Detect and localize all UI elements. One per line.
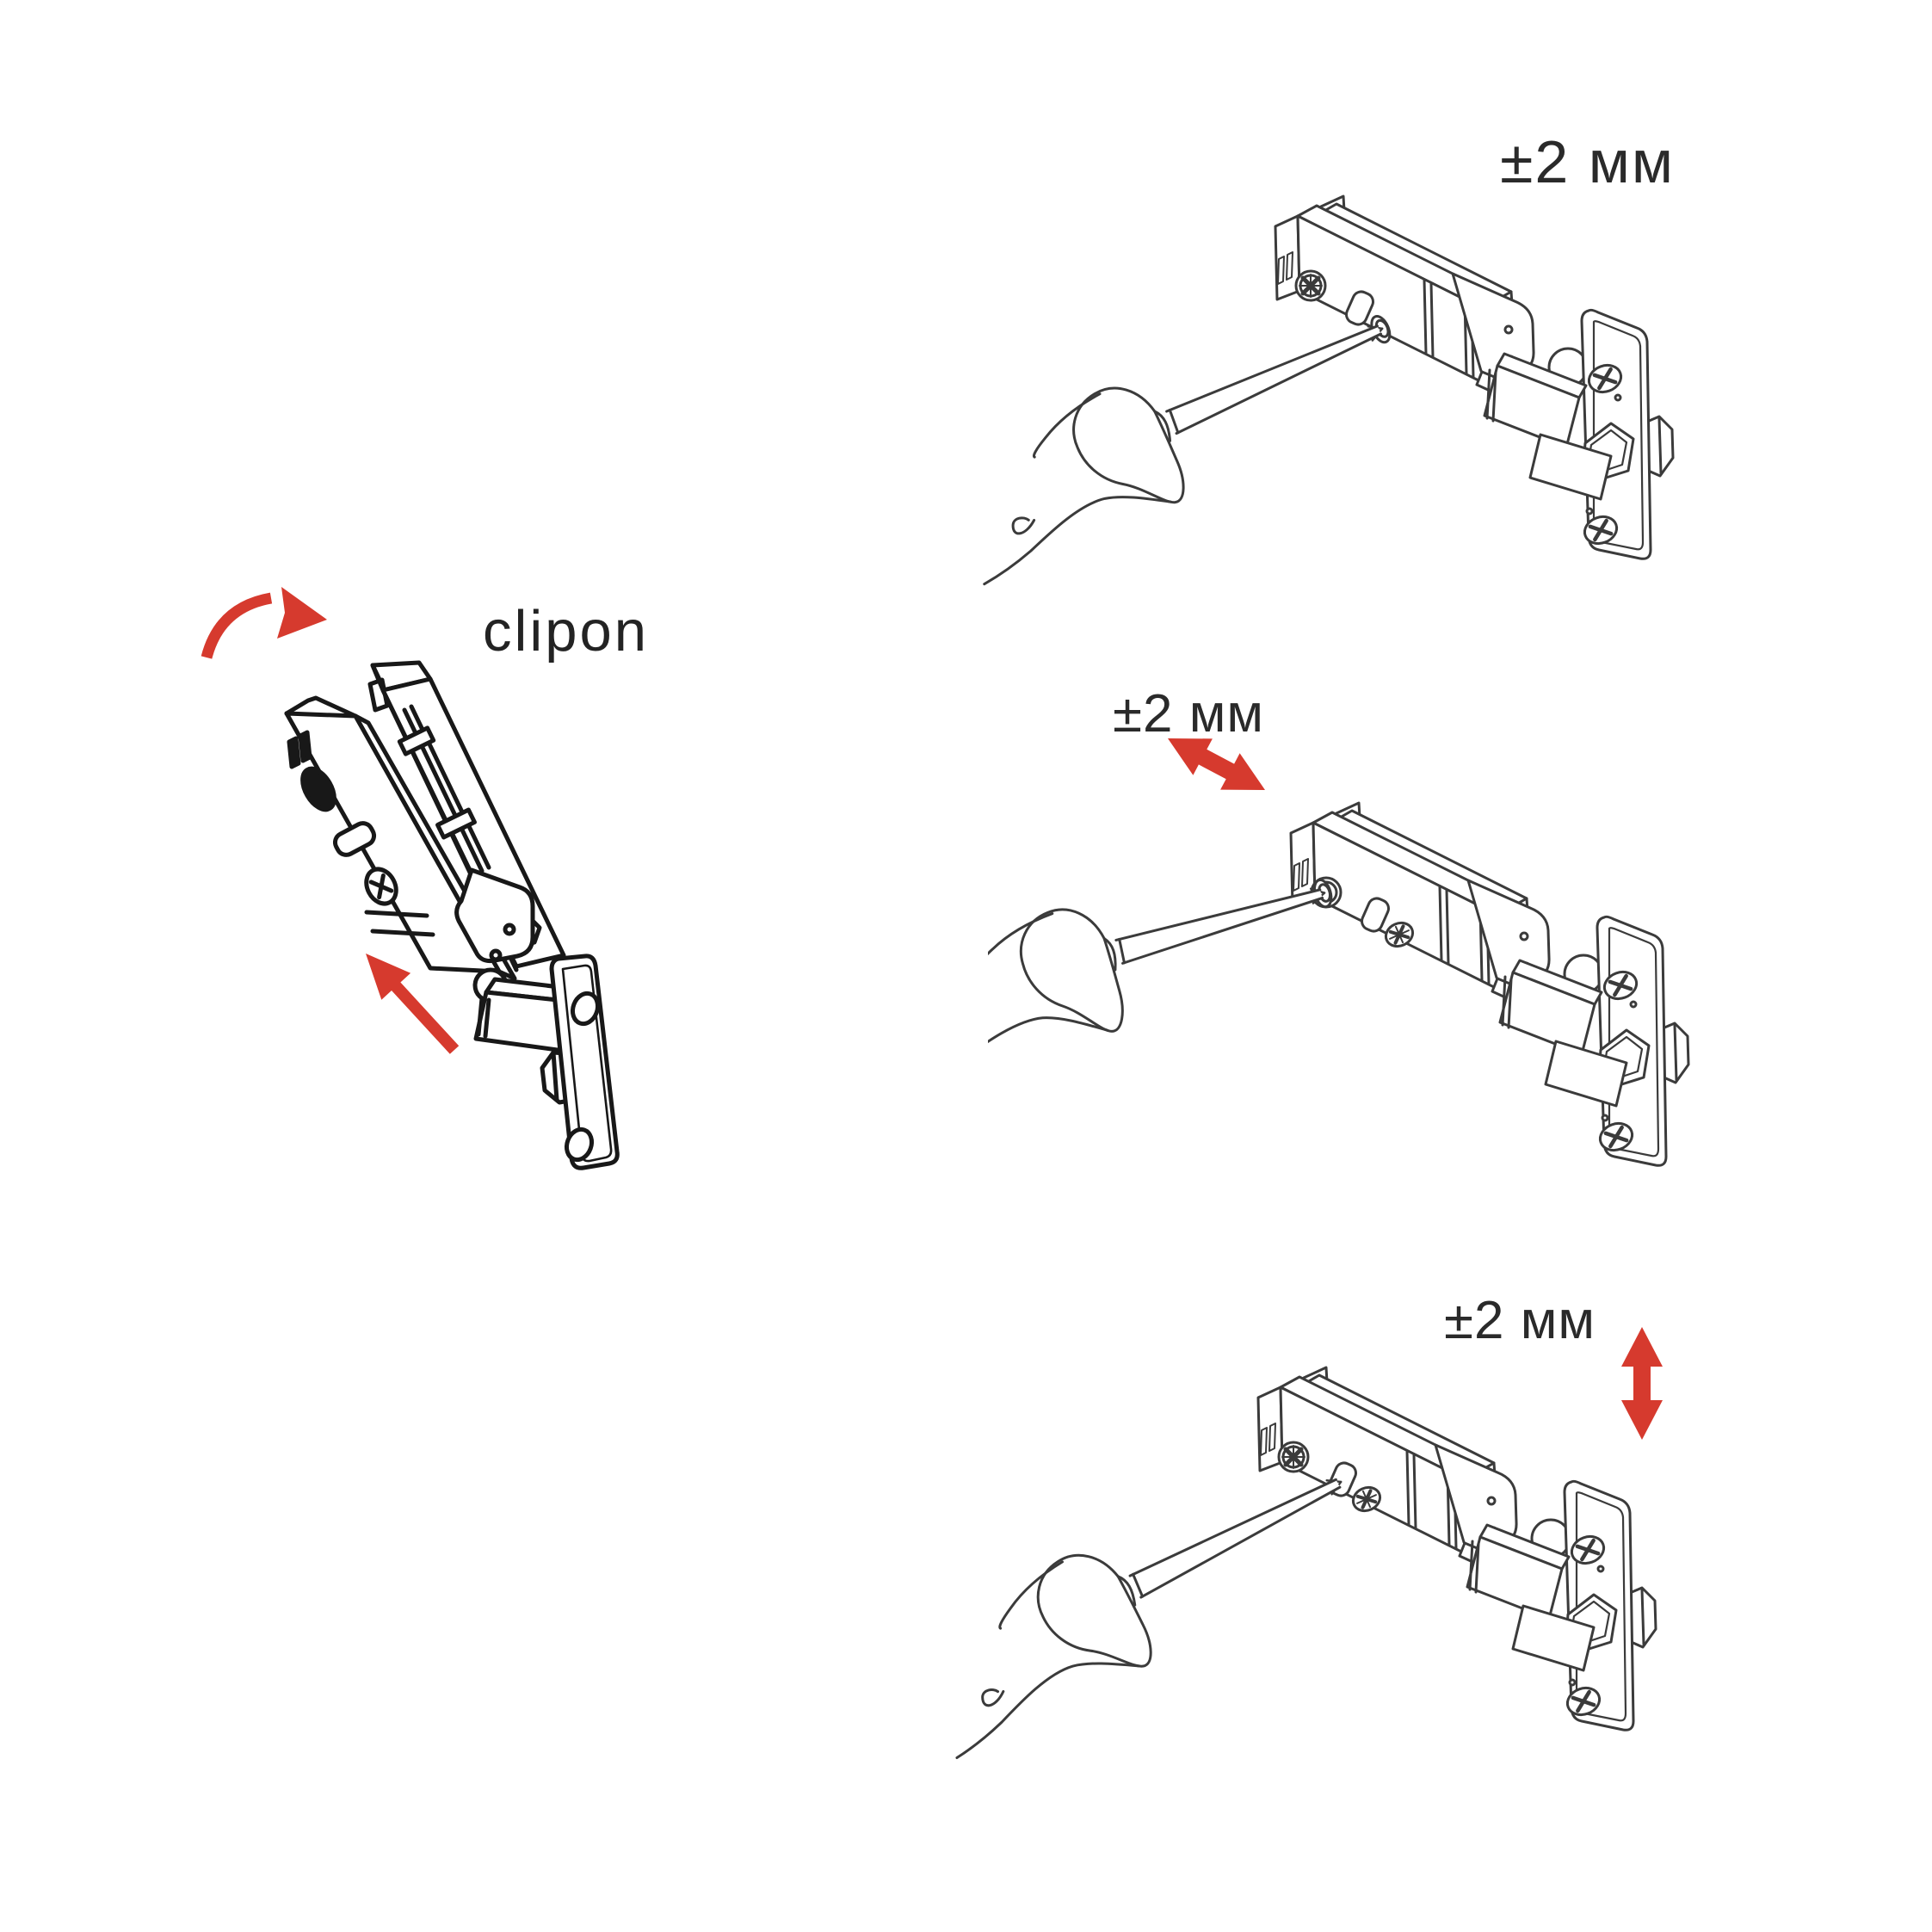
hinge-drawing (983, 194, 1675, 586)
adjust-vertical-label: ±2 мм (1444, 1291, 1596, 1350)
hinge-drawing (955, 1366, 1657, 1760)
hinge-drawing (910, 801, 1690, 1167)
diagonal-double-arrow (1168, 738, 1265, 790)
hinge-screwdriver-illustration-middle (910, 779, 1745, 1317)
adjust-side-label: ±2 мм (1113, 684, 1264, 744)
clipon-label: clipon (483, 599, 650, 664)
vertical-double-arrow-icon (1609, 1317, 1695, 1476)
hinge-screwdriver-illustration-bottom (955, 1343, 1713, 1881)
diagonal-double-arrow-icon (1145, 723, 1317, 848)
vertical-double-arrow (1621, 1327, 1663, 1440)
hinge-clipon-illustration (198, 551, 680, 1192)
hinge-clipon-drawing (201, 587, 620, 1170)
adjust-top-label: ±2 мм (1500, 128, 1676, 195)
hinge-screwdriver-illustration-top (972, 172, 1730, 710)
